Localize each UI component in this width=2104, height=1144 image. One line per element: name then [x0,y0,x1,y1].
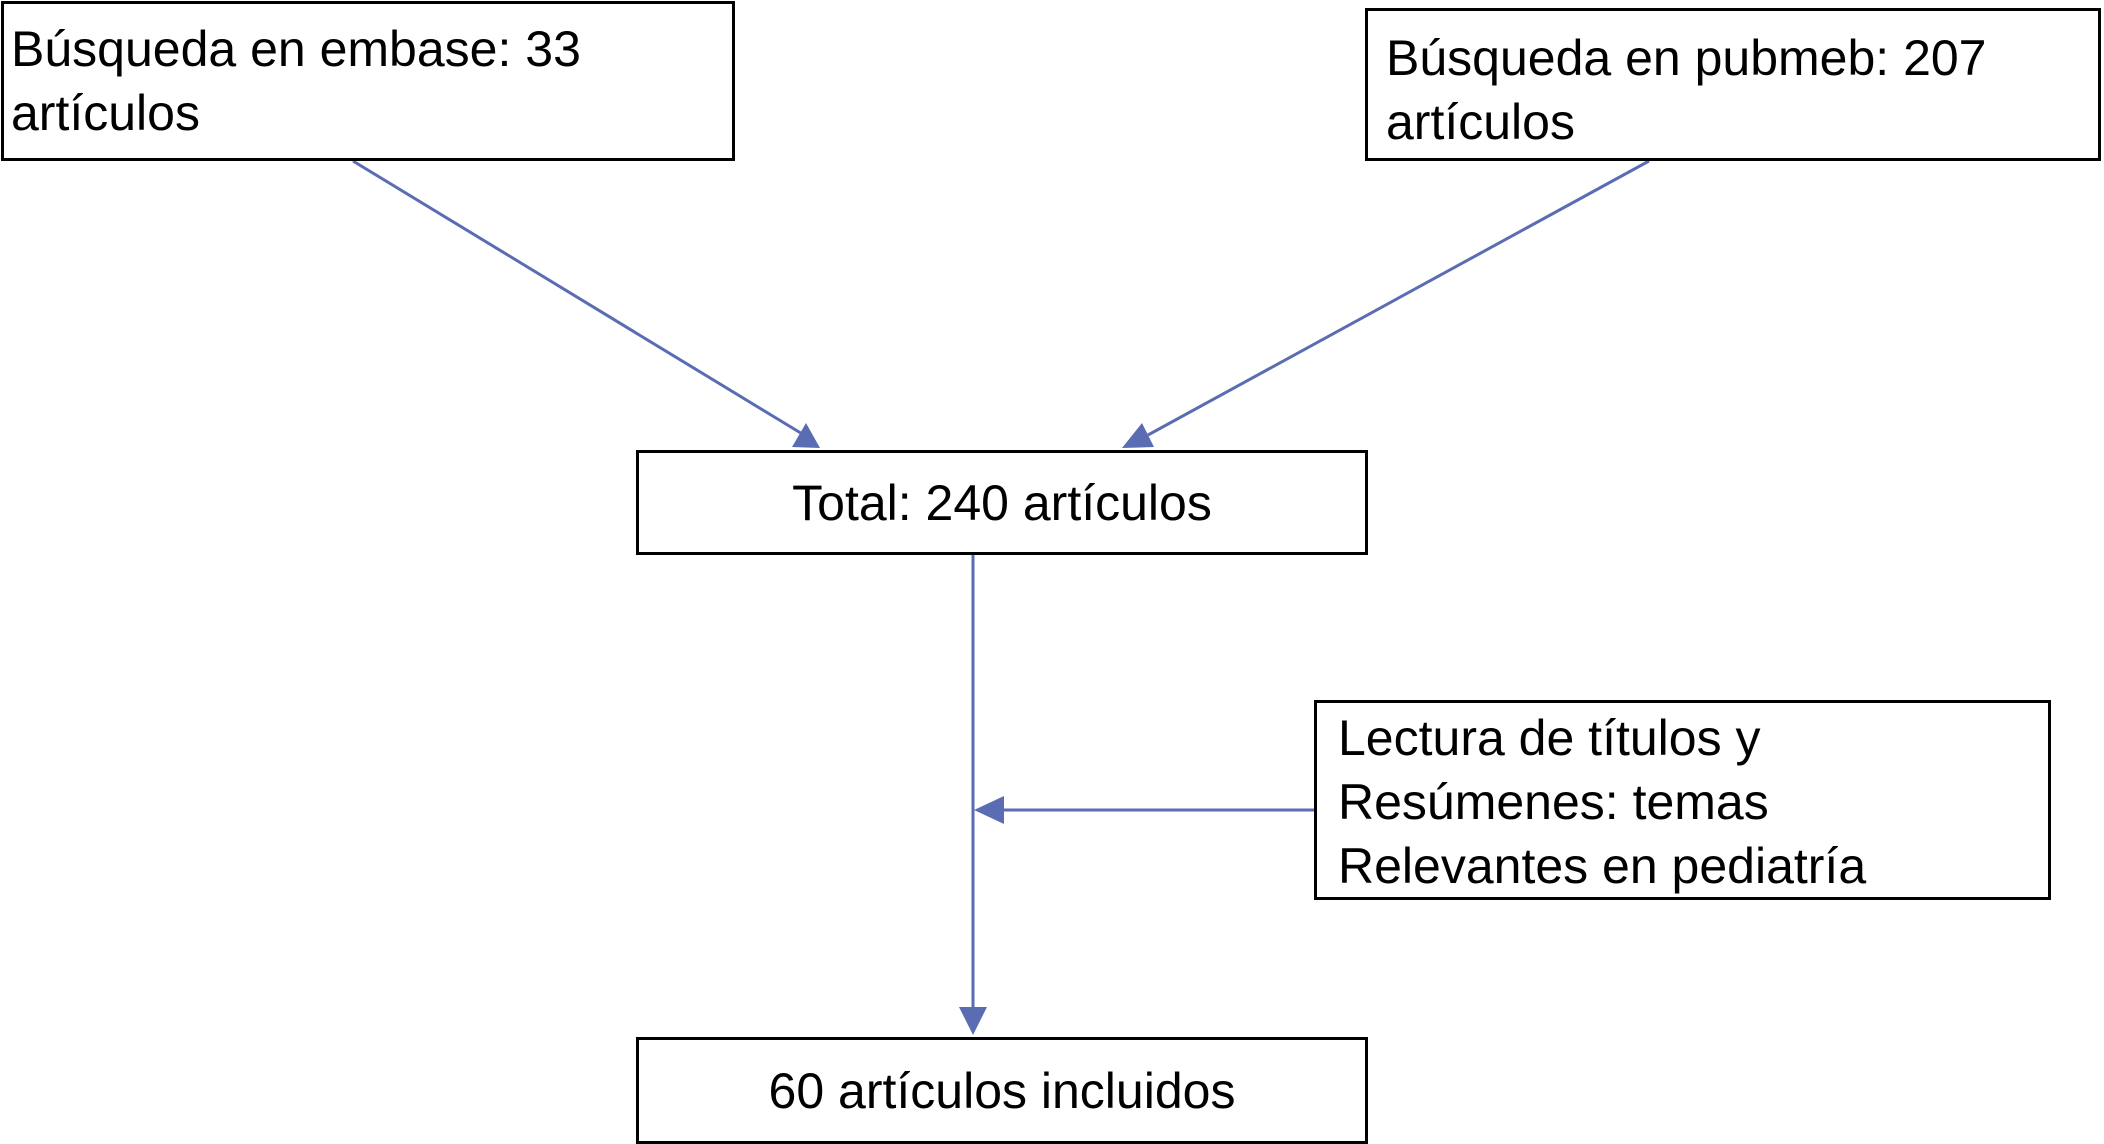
arrowhead-reading [974,796,1004,824]
node-embase-search: Búsqueda en embase: 33 artículos [1,1,735,161]
edge-reading-to-connector [974,796,1314,824]
node-total: Total: 240 artículos [636,450,1368,555]
edge-pubmed-to-total [1122,159,1650,448]
arrowhead-total-right [1122,423,1154,448]
node-embase-line-2: artículos [11,85,200,141]
arrowhead-total-left [792,423,820,448]
node-total-text: Total: 240 artículos [792,474,1212,531]
node-pubmed-line-2: artículos [1386,94,1575,150]
edge-total-to-included [959,555,987,1035]
node-embase-line-1: Búsqueda en embase: 33 [11,21,581,77]
edge-embase-to-total-line [352,159,805,437]
node-pubmed-line-1: Búsqueda en pubmeb: 207 [1386,30,1987,86]
node-included-text: 60 artículos incluidos [768,1062,1236,1119]
node-reading-line-2: Resúmenes: temas [1338,774,1769,830]
node-pubmed-search: Búsqueda en pubmeb: 207 artículos [1365,8,2101,161]
node-included: 60 artículos incluidos [636,1037,1368,1144]
arrowhead-included [959,1007,987,1035]
node-reading-line-3: Relevantes en pediatría [1338,838,1867,894]
node-title-abstract-screening: Lectura de títulos y Resúmenes: temas Re… [1314,700,2051,900]
edge-embase-to-total [352,159,820,448]
edge-pubmed-to-total-line [1147,159,1650,437]
node-reading-line-1: Lectura de títulos y [1338,710,1761,766]
